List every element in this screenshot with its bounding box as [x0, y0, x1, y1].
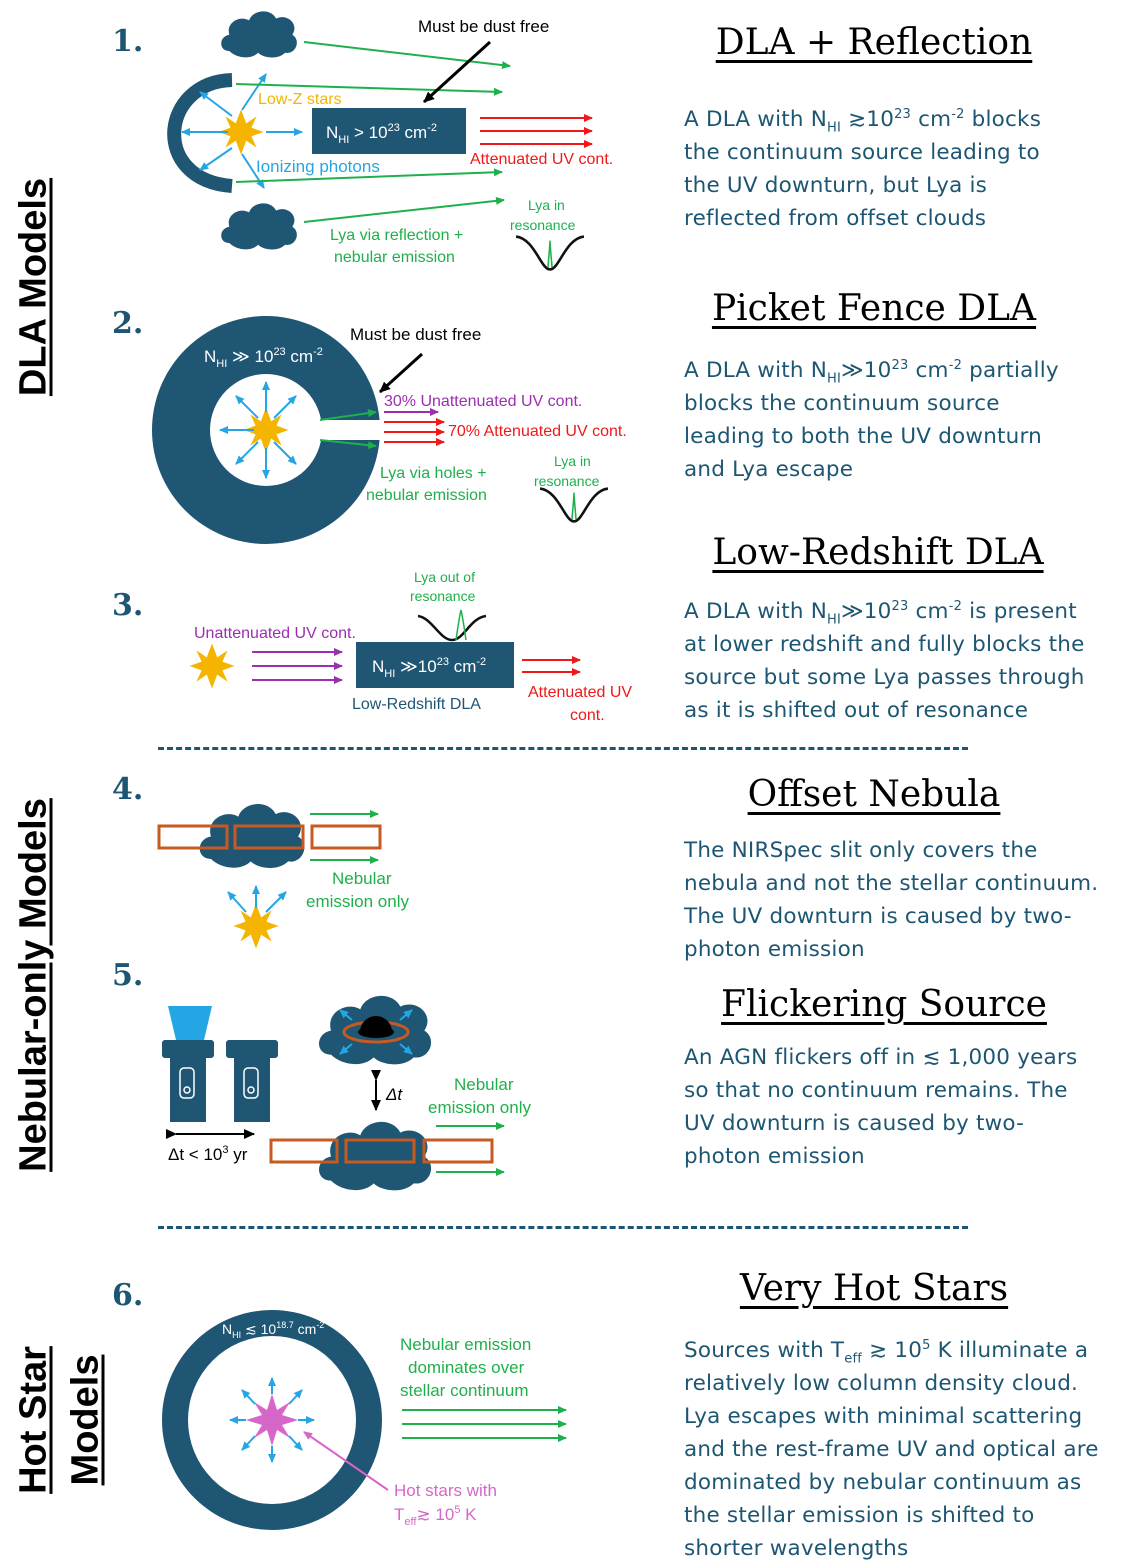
- label-delta-t: Δt: [385, 1085, 403, 1104]
- label-holes-2: nebular emission: [366, 487, 487, 504]
- label-low-z: Low-Z stars: [258, 91, 342, 108]
- dla-box: [312, 108, 466, 154]
- label-attenuated-3b: cont.: [570, 707, 605, 724]
- label-nhi-2: NHI ≫ 1023 cm-2: [204, 346, 323, 370]
- label-nhi-1: NHI > 1023 cm-2: [326, 122, 437, 146]
- model-number-2: 2.: [112, 306, 144, 341]
- model-desc-2: A DLA with NHI≫1023 cm-2 partially block…: [684, 357, 1059, 482]
- label-ionizing: Ionizing photons: [256, 157, 380, 176]
- slit-boxes: [157, 824, 382, 850]
- label-nebular-6a: Nebular emission: [400, 1335, 531, 1354]
- label-nhi-3: NHI ≫1023 cm-2: [372, 656, 486, 680]
- label-lya-out-1: Lya out of: [414, 569, 475, 585]
- label-hot-stars-1: Hot stars with: [394, 1481, 497, 1500]
- label-lya-res-2b: resonance: [534, 473, 600, 489]
- nebula-cloud-icon: [199, 804, 305, 868]
- label-hot-stars-2: Teff≳ 105 K: [394, 1504, 477, 1528]
- diagram-6: NHI ≲ 1018.7 cm-2 Nebular emission domin…: [162, 1310, 567, 1530]
- slit-boxes: [269, 1138, 494, 1164]
- label-reflection-1: Lya via reflection +: [330, 227, 463, 244]
- label-delta-t-limit: Δt < 103 yr: [168, 1144, 248, 1164]
- hot-star-icon: [246, 1394, 298, 1446]
- model-desc-5: An AGN flickers off in ≲ 1,000 years so …: [684, 1045, 1078, 1169]
- model-desc-6: Sources with Teff ≳ 105 K illuminate a r…: [684, 1337, 1099, 1561]
- model-title-6: Very Hot Stars: [739, 1268, 1009, 1309]
- model-title-1: DLA + Reflection: [715, 22, 1033, 63]
- diagram-4: Nebular emission only: [157, 804, 409, 949]
- label-nebular-6b: dominates over: [408, 1358, 525, 1377]
- diagram-3: Lya out of resonance Unattenuated UV con…: [189, 569, 632, 724]
- model-number-6: 6.: [112, 1278, 144, 1313]
- label-lya-res-2a: Lya in: [554, 453, 591, 469]
- diagram-2: NHI ≫ 1023 cm-2 Must be dust free 30% Un…: [152, 316, 627, 544]
- label-low-z-dla: Low-Redshift DLA: [352, 696, 481, 713]
- low-z-dla-box: [356, 642, 514, 688]
- label-nebular-4a: Nebular: [332, 869, 392, 888]
- lya-profile-icon: [417, 614, 487, 642]
- label-unattenuated-3: Unattenuated UV cont.: [194, 625, 356, 642]
- model-number-4: 4.: [112, 772, 144, 807]
- separator-nebular-hotstar: [158, 1226, 968, 1229]
- lya-profile-icon: [538, 487, 610, 523]
- model-title-4: Offset Nebula: [747, 774, 1001, 815]
- star-icon: [233, 903, 279, 949]
- model-title-5: Flickering Source: [721, 984, 1047, 1025]
- label-dust-free-1: Must be dust free: [418, 17, 549, 36]
- flashlight-on-icon: [162, 1006, 214, 1122]
- label-nebular-6c: stellar continuum: [400, 1381, 529, 1400]
- label-nebular-4b: emission only: [306, 892, 409, 911]
- shell-arc: [167, 73, 233, 193]
- model-number-3: 3.: [112, 588, 144, 623]
- model-title-3: Low-Redshift DLA: [712, 532, 1044, 573]
- label-reflection-2: nebular emission: [334, 249, 455, 266]
- model-number-1: 1.: [112, 24, 144, 59]
- model-number-5: 5.: [112, 958, 144, 993]
- label-lya-res-1a: Lya in: [528, 197, 565, 213]
- agn-icon: [339, 1009, 413, 1055]
- label-dust-free-2: Must be dust free: [350, 325, 481, 344]
- cloud-bottom-icon: [221, 203, 297, 250]
- flashlight-off-icon: [226, 1040, 278, 1122]
- label-unattenuated-2: 30% Unattenuated UV cont.: [384, 393, 582, 410]
- diagram-1: Must be dust free Low-Z stars NHI > 1023…: [167, 11, 613, 271]
- label-holes-1: Lya via holes +: [380, 465, 487, 482]
- model-title-2: Picket Fence DLA: [711, 288, 1037, 329]
- label-lya-out-2: resonance: [410, 588, 476, 604]
- label-lya-res-1b: resonance: [510, 217, 576, 233]
- label-attenuated-2: 70% Attenuated UV cont.: [448, 423, 627, 440]
- label-nebular-5a: Nebular: [454, 1075, 514, 1094]
- star-icon: [189, 643, 235, 689]
- model-desc-3: A DLA with NHI≫1023 cm-2 is present at l…: [684, 598, 1085, 723]
- label-nebular-5b: emission only: [428, 1098, 531, 1117]
- model-desc-4: The NIRSpec slit only covers the nebula …: [684, 838, 1099, 962]
- separator-dla-nebular: [158, 747, 968, 750]
- cloud-top-icon: [221, 11, 297, 58]
- lya-profile-icon: [514, 235, 586, 271]
- label-attenuated-3a: Attenuated UV: [528, 684, 632, 701]
- label-attenuated-1: Attenuated UV cont.: [470, 151, 613, 168]
- model-desc-1: A DLA with NHI ≳1023 cm-2 blocks the con…: [684, 106, 1042, 231]
- label-nhi-6: NHI ≲ 1018.7 cm-2: [222, 1320, 324, 1340]
- diagram-5: Δt Δt < 103 yr Nebular emission only: [162, 995, 531, 1191]
